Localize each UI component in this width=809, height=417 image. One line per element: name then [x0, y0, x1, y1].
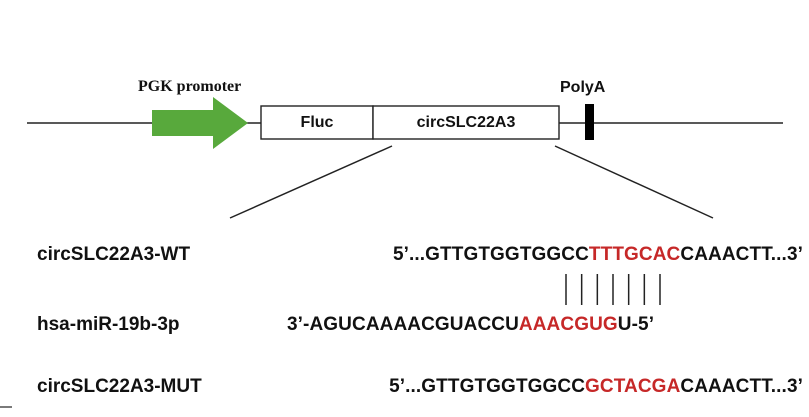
sequence-wt-prefix: 5’...GTTGTGGTGGCC: [393, 244, 589, 265]
sequence-mut-suffix: CAAACTT...3’: [680, 376, 803, 397]
sequence-name-mut: circSLC22A3-MUT: [37, 376, 202, 397]
sequence-mut-binding-site: GCTACGA: [585, 376, 681, 397]
sequence-mirna-seed: AAACGUG: [518, 314, 618, 335]
base-pairing-lines: [565, 274, 661, 305]
insert-label: circSLC22A3: [416, 114, 516, 131]
sequence-wt-binding-site: TTTGCAC: [588, 244, 681, 265]
sequence-name-mirna: hsa-miR-19b-3p: [37, 314, 180, 335]
expansion-line-left: [229, 145, 393, 219]
promoter-label: PGK promoter: [138, 78, 242, 95]
insert-box: [372, 105, 560, 140]
promoter-arrow-icon: [152, 97, 248, 149]
sequence-wt-suffix: CAAACTT...3’: [680, 244, 803, 265]
polya-label: PolyA: [560, 79, 606, 96]
expansion-line-right: [554, 145, 714, 219]
sequence-mirna-prefix: 3’-AGUCAAAACGUACCU: [287, 314, 519, 335]
sequence-wt: 5’...GTTGTGGTGGCCTTTGCACCAAACTT...3’: [393, 244, 803, 266]
sequence-name-wt: circSLC22A3-WT: [37, 244, 191, 265]
sequence-mut-prefix: 5’...GTTGTGGTGGCC: [389, 376, 586, 397]
sequence-mirna: 3’-AGUCAAAACGUACCUAAACGUGU-5’: [287, 314, 654, 336]
sequence-mirna-suffix: U-5’: [617, 314, 655, 335]
polya-block: [585, 104, 594, 140]
fluc-label: Fluc: [300, 114, 334, 131]
sequence-mut: 5’...GTTGTGGTGGCCGCTACGACAAACTT...3’: [389, 376, 803, 398]
